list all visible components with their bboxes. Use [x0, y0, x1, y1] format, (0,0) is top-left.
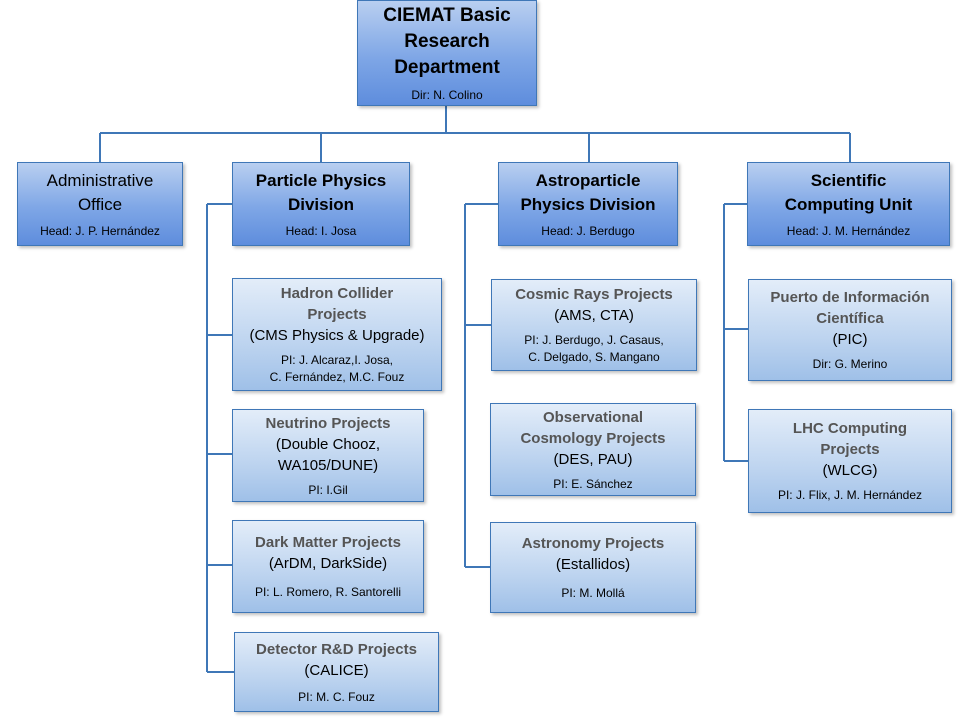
particle-physics-division-box: Particle Physics Division Head: I. Josa	[232, 162, 410, 246]
project-pi: PI: J. Flix, J. M. Hernández	[777, 488, 923, 502]
project-subtitle: (ArDM, DarkSide)	[268, 555, 388, 572]
project-subtitle: (CALICE)	[304, 661, 369, 679]
project-subtitle: (PIC)	[832, 331, 868, 348]
unit-title-line: Administrative	[46, 170, 154, 190]
scientific-computing-unit-box: Scientific Computing Unit Head: J. M. He…	[747, 162, 950, 246]
hadron-collider-projects-box: Hadron Collider Projects (CMS Physics & …	[232, 278, 442, 391]
project-pi: Dir: G. Merino	[812, 357, 888, 371]
project-title-line: Científica	[816, 310, 884, 327]
pic-box: Puerto de Información Científica (PIC) D…	[748, 279, 952, 381]
project-pi: PI: I.Gil	[308, 482, 348, 497]
unit-title-line: Office	[77, 194, 123, 214]
root-title-line: CIEMAT Basic	[383, 4, 511, 26]
project-subtitle: WA105/DUNE)	[277, 456, 379, 474]
unit-title-line: Astroparticle	[535, 170, 641, 190]
astroparticle-physics-division-box: Astroparticle Physics Division Head: J. …	[498, 162, 678, 246]
project-pi: C. Fernández, M.C. Fouz	[269, 370, 405, 384]
project-title-line: LHC Computing	[792, 420, 908, 437]
neutrino-projects-box: Neutrino Projects (Double Chooz, WA105/D…	[232, 409, 424, 502]
project-pi: PI: M. Mollá	[561, 586, 625, 600]
project-subtitle: (CMS Physics & Upgrade)	[249, 327, 425, 344]
root-title-line: Research	[404, 30, 490, 52]
administrative-office-box: Administrative Office Head: J. P. Hernán…	[17, 162, 183, 246]
project-title-line: Observational	[542, 408, 644, 426]
project-pi: C. Delgado, S. Mangano	[528, 350, 660, 364]
project-title-line: Puerto de Información	[770, 289, 930, 306]
project-pi: PI: M. C. Fouz	[298, 689, 375, 704]
cosmic-rays-projects-box: Cosmic Rays Projects (AMS, CTA) PI: J. B…	[491, 279, 697, 371]
project-pi: PI: J. Berdugo, J. Casaus,	[524, 333, 664, 347]
project-title-line: Detector R&D Projects	[256, 640, 417, 658]
project-pi: PI: J. Alcaraz,I. Josa,	[280, 353, 394, 367]
root-director: Dir: N. Colino	[411, 87, 483, 102]
project-subtitle: (Double Chooz,	[275, 435, 381, 453]
unit-head: Head: J. M. Hernández	[786, 223, 911, 238]
root-department-box: CIEMAT Basic Research Department Dir: N.…	[357, 0, 537, 106]
lhc-computing-projects-box: LHC Computing Projects (WLCG) PI: J. Fli…	[748, 409, 952, 513]
project-title-line: Projects	[820, 441, 880, 458]
unit-title-line: Scientific	[810, 170, 887, 190]
project-title-line: Hadron Collider	[280, 285, 394, 302]
project-subtitle: (AMS, CTA)	[554, 307, 634, 324]
unit-title-line: Particle Physics	[255, 170, 387, 190]
unit-title-line: Physics Division	[520, 194, 656, 214]
project-pi: PI: E. Sánchez	[553, 476, 633, 491]
project-title-line: Neutrino Projects	[265, 414, 391, 432]
project-title-line: Projects	[307, 306, 367, 323]
unit-title-line: Computing Unit	[784, 194, 913, 214]
project-title-line: Cosmic Rays Projects	[515, 286, 673, 303]
astronomy-projects-box: Astronomy Projects (Estallidos) PI: M. M…	[490, 522, 696, 613]
root-title-line: Department	[394, 56, 500, 78]
project-title-line: Astronomy Projects	[521, 535, 665, 552]
project-subtitle: (DES, PAU)	[553, 450, 633, 468]
project-title-line: Dark Matter Projects	[255, 534, 401, 551]
dark-matter-projects-box: Dark Matter Projects (ArDM, DarkSide) PI…	[232, 520, 424, 613]
project-subtitle: (WLCG)	[822, 462, 878, 479]
project-pi: PI: L. Romero, R. Santorelli	[254, 585, 402, 599]
unit-title-line: Division	[287, 194, 355, 214]
detector-rd-projects-box: Detector R&D Projects (CALICE) PI: M. C.…	[234, 632, 439, 712]
project-subtitle: (Estallidos)	[555, 556, 631, 573]
unit-head: Head: J. P. Hernández	[40, 223, 160, 238]
unit-head: Head: J. Berdugo	[541, 223, 635, 238]
unit-head: Head: I. Josa	[285, 223, 357, 238]
project-title-line: Cosmology Projects	[520, 429, 666, 447]
observational-cosmology-projects-box: Observational Cosmology Projects (DES, P…	[490, 403, 696, 496]
